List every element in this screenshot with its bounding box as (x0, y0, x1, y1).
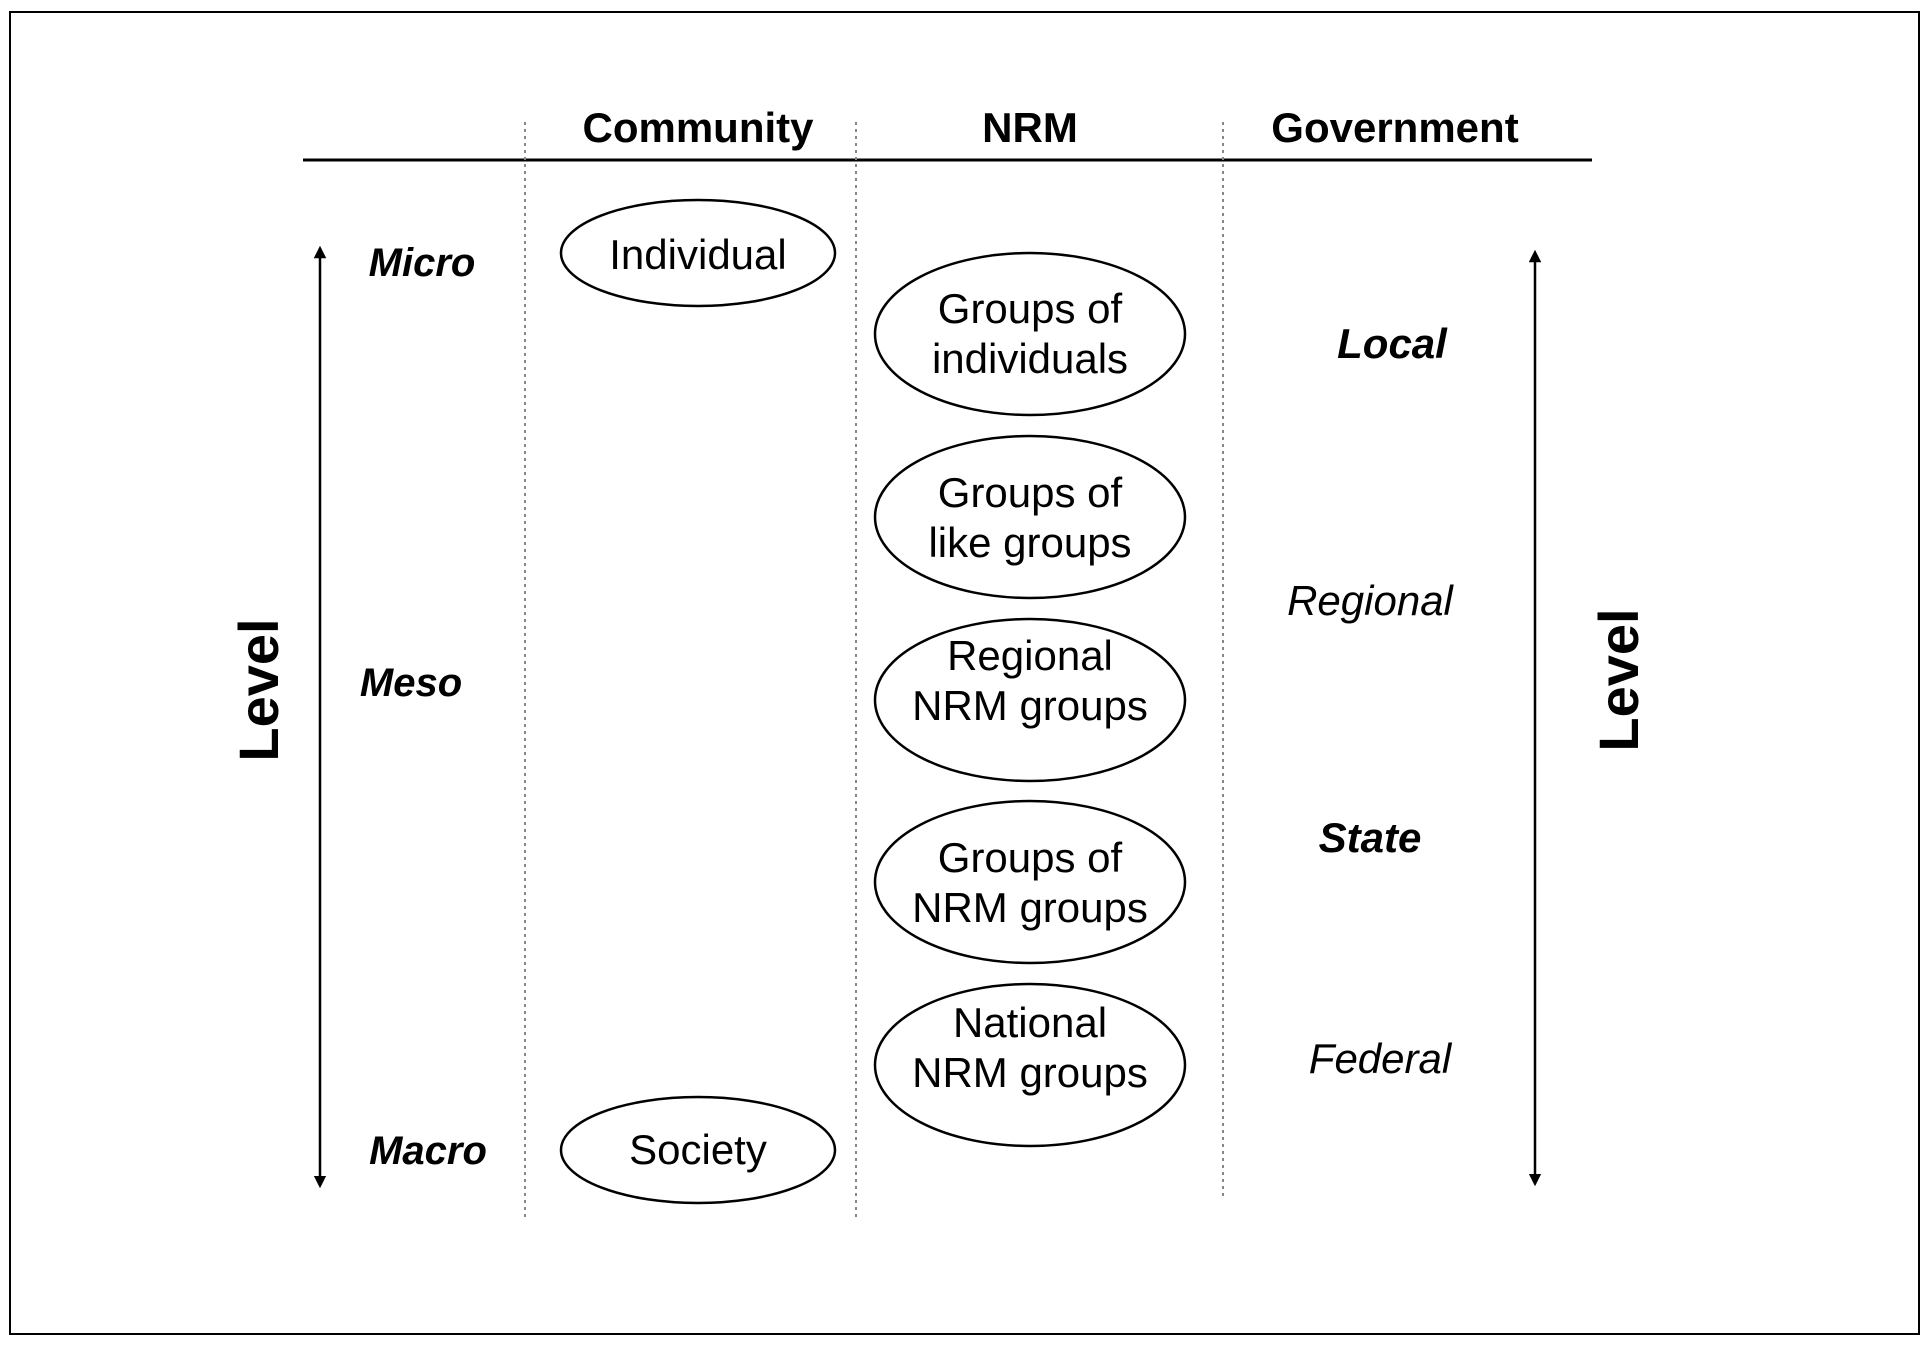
label-state: State (1319, 814, 1422, 861)
label-federal: Federal (1309, 1035, 1453, 1082)
nrm-node: Regional NRM groups (873, 617, 1187, 783)
frame-border (9, 11, 1920, 1335)
level-axis-title-left: Level (227, 618, 290, 761)
label-micro: Micro (369, 241, 476, 285)
nrm-node: Groups of like groups (873, 434, 1187, 600)
nrm-node-line1: National (953, 999, 1107, 1046)
nrm-node-line2: individuals (932, 335, 1128, 382)
header-nrm: NRM (982, 104, 1078, 151)
nrm-node: National NRM groups (873, 982, 1187, 1148)
node-individual: Individual (559, 198, 837, 308)
node-society: Society (559, 1095, 837, 1205)
nrm-node: Groups of NRM groups (873, 799, 1187, 965)
node-individual-label: Individual (609, 231, 786, 278)
nrm-node-line2: NRM groups (912, 884, 1148, 931)
nrm-node-line1: Groups of (938, 834, 1123, 881)
nrm-node-line2: NRM groups (912, 682, 1148, 729)
label-macro: Macro (369, 1129, 487, 1173)
label-meso: Meso (360, 661, 462, 705)
nrm-node: Groups of individuals (873, 251, 1187, 417)
level-axis-title-right: Level (1587, 608, 1650, 751)
header-community: Community (583, 104, 815, 151)
label-regional: Regional (1287, 577, 1454, 624)
nrm-node-line2: like groups (928, 519, 1131, 566)
nrm-node-line2: NRM groups (912, 1049, 1148, 1096)
node-society-label: Society (629, 1126, 767, 1173)
nrm-node-line1: Regional (947, 632, 1113, 679)
nrm-node-line1: Groups of (938, 285, 1123, 332)
label-local: Local (1337, 320, 1448, 367)
nrm-node-line1: Groups of (938, 469, 1123, 516)
header-government: Government (1271, 104, 1518, 151)
